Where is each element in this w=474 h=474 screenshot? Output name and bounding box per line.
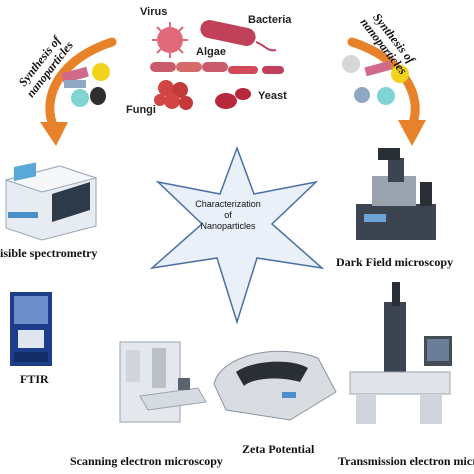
virus-icon	[152, 22, 188, 58]
yeast-icon	[215, 88, 251, 109]
center-title-line-2: of	[224, 210, 232, 220]
tem-instrument-image	[349, 282, 452, 424]
yeast-label: Yeast	[258, 90, 287, 102]
center-title-line-1: Characterization	[195, 199, 261, 209]
left-synthesis-arrow	[40, 37, 117, 146]
left-nanoparticles-icon	[61, 63, 110, 107]
zeta-label: Zeta Potential	[242, 442, 315, 456]
zeta-potential-instrument-image	[213, 350, 337, 421]
bacteria-icon	[200, 20, 277, 52]
ftir-instrument-image	[10, 292, 52, 366]
dark-field-label: Dark Field microscopy	[336, 255, 454, 269]
ftir-label: FTIR	[20, 372, 49, 386]
tem-label: Transmission electron micro	[338, 454, 474, 468]
fungi-label: Fungi	[126, 104, 156, 116]
fungi-icon	[154, 80, 193, 110]
algae-icon	[150, 62, 284, 74]
algae-label: Algae	[196, 46, 226, 58]
virus-label: Virus	[140, 6, 168, 18]
center-title-line-3: Nanoparticles	[200, 221, 256, 231]
center-title: Characterization of Nanoparticles	[178, 199, 278, 232]
sem-instrument-image	[119, 341, 207, 423]
center-star	[149, 145, 325, 325]
uv-vis-label: isible spectrometry	[0, 246, 98, 260]
uv-vis-spectrometer-image	[4, 162, 98, 241]
dark-field-microscope-image	[356, 148, 436, 240]
right-nanoparticles-icon	[342, 55, 409, 105]
bacteria-label: Bacteria	[248, 14, 292, 26]
sem-label: Scanning electron microscopy	[70, 454, 223, 468]
